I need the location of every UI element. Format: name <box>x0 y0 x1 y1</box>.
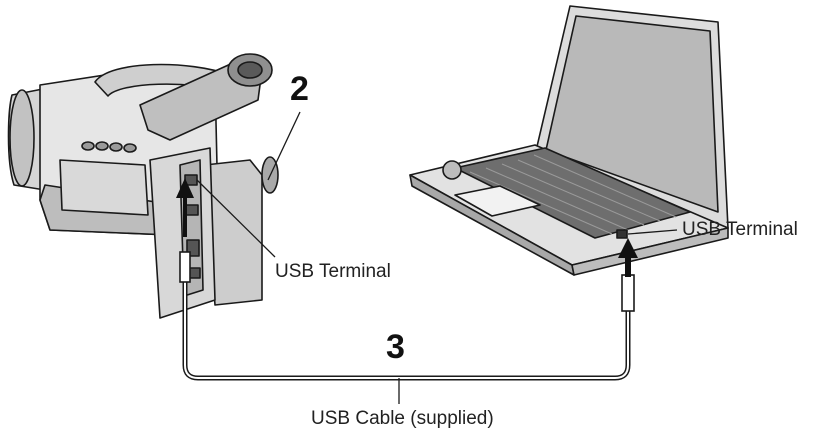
camera-arrow-icon <box>176 178 194 237</box>
laptop <box>409 5 729 276</box>
laptop-base-side <box>571 227 729 276</box>
usb-cable-label: USB Cable (supplied) <box>311 408 494 429</box>
camcorder-side-recess <box>59 159 149 216</box>
usb-plug-laptop <box>621 274 635 312</box>
step2-leader-line <box>267 111 301 181</box>
leader-lines <box>196 111 678 258</box>
laptop-speaker <box>442 160 462 180</box>
step-3-label: 3 <box>386 328 405 366</box>
camcorder-buttons <box>81 141 137 153</box>
laptop-screen <box>545 15 719 213</box>
camera-usb-terminal-label: USB Terminal <box>275 261 391 282</box>
laptop-usb-port <box>616 229 628 239</box>
laptop-keyboard <box>454 147 691 239</box>
camcorder <box>7 53 279 319</box>
usb-cable <box>179 251 635 404</box>
laptop-arrow-icon <box>618 238 638 277</box>
usb-plug-camera <box>179 251 191 283</box>
laptop-usb-terminal-label: USB Terminal <box>682 219 798 240</box>
laptop-touchpad <box>454 185 541 217</box>
camera-terminal-leader-line <box>196 179 276 258</box>
laptop-terminal-leader-line <box>627 229 678 235</box>
camcorder-lens-front <box>9 89 35 187</box>
insertion-arrows <box>176 178 638 277</box>
step-2-label: 2 <box>290 70 309 108</box>
